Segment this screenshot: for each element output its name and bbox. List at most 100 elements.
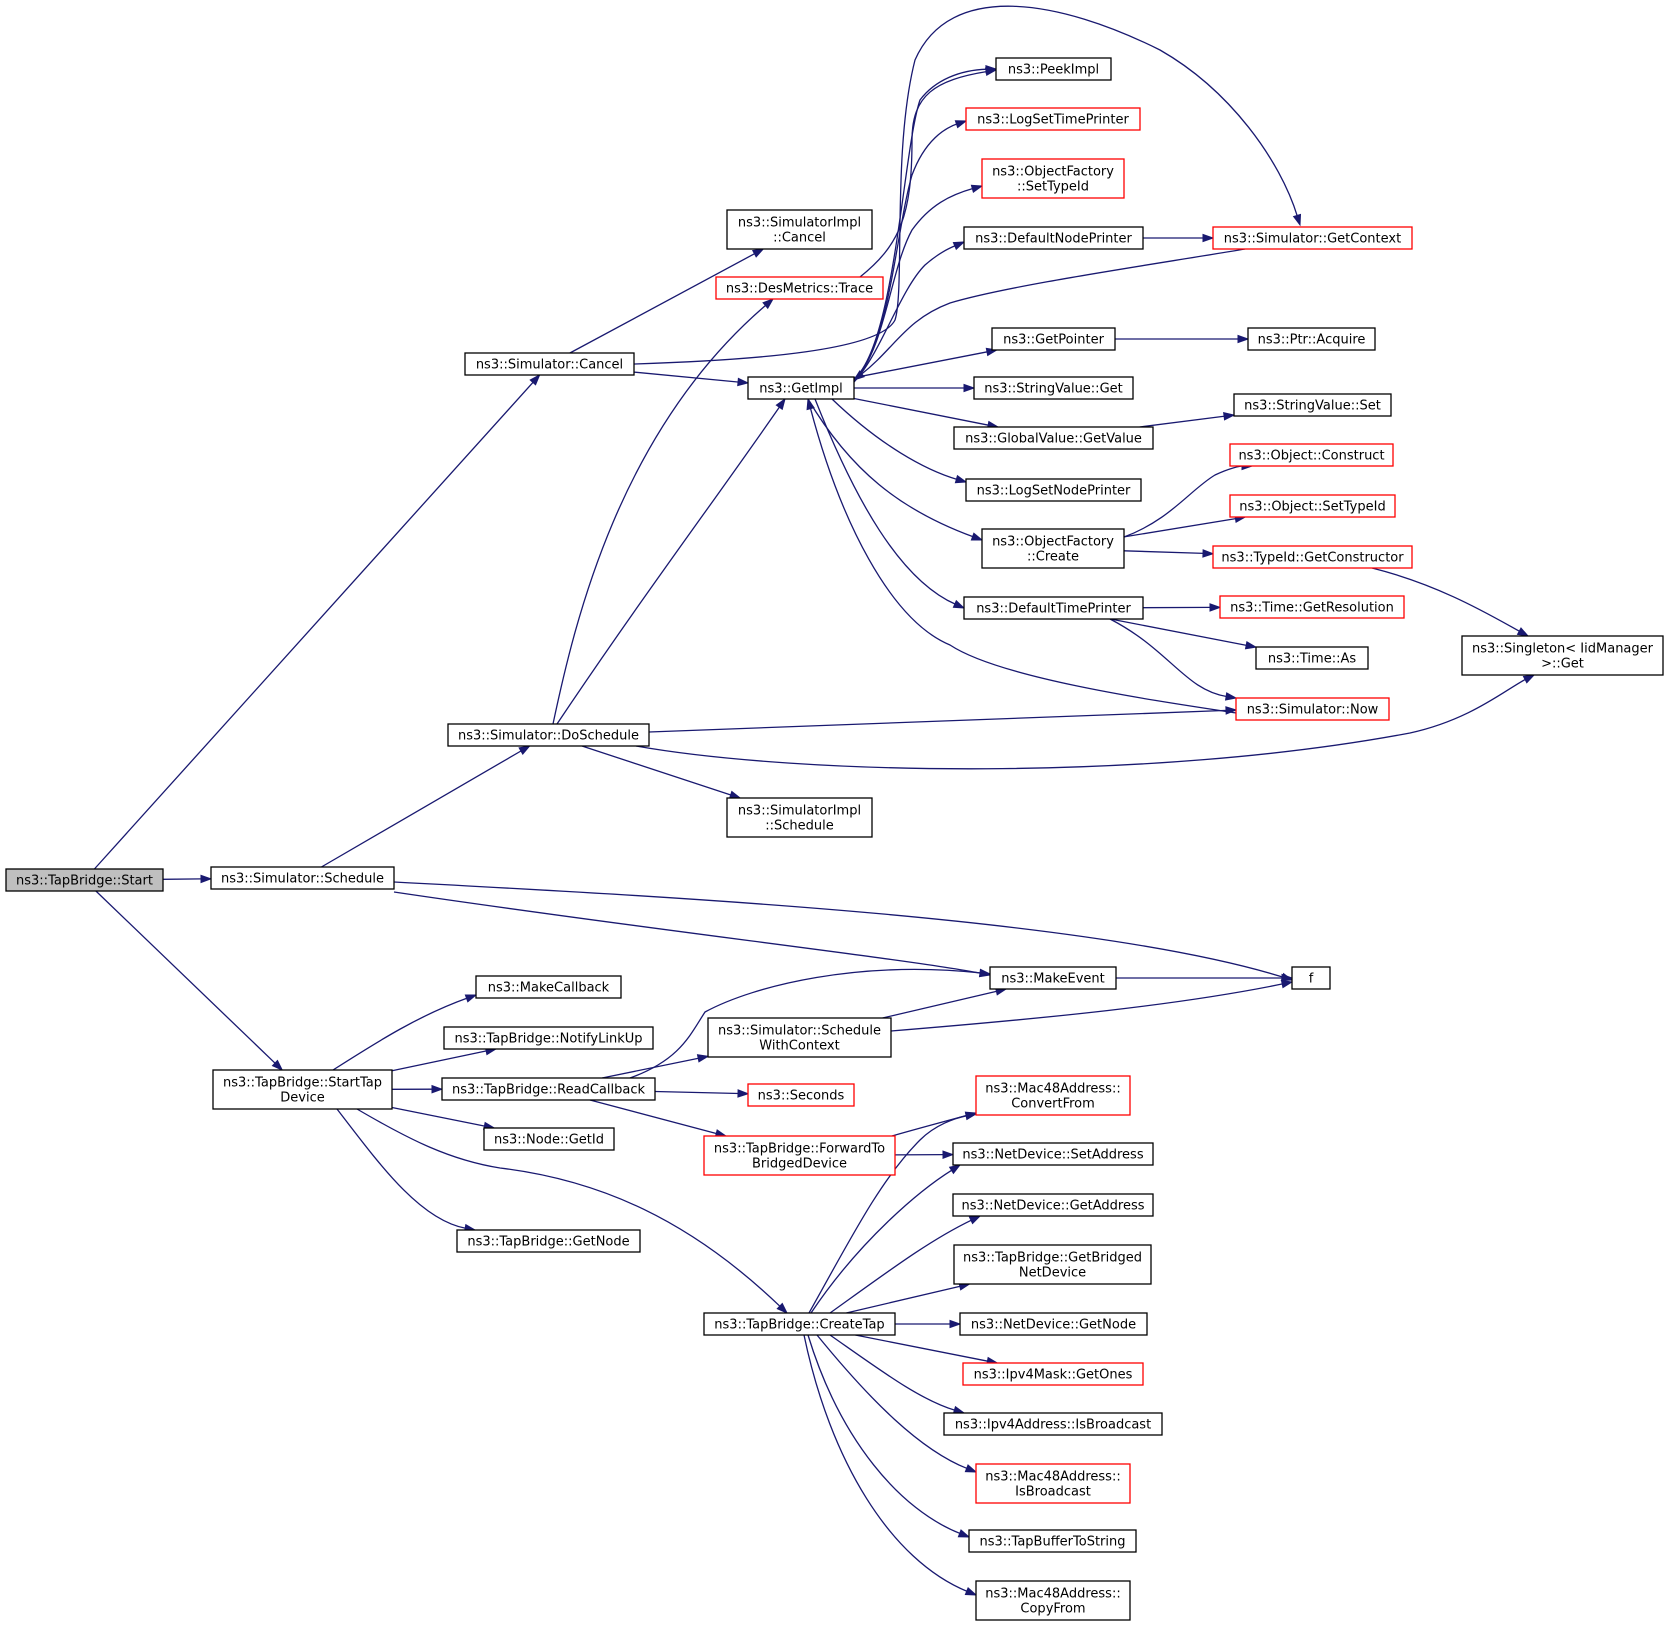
node-box[interactable] <box>456 1229 641 1253</box>
node-box[interactable] <box>703 1135 896 1176</box>
node-box[interactable] <box>965 478 1142 502</box>
node-notifylinkup[interactable]: ns3::TapBridge::NotifyLinkUp <box>443 1026 654 1050</box>
node-box[interactable] <box>963 596 1144 620</box>
node-box[interactable] <box>747 1083 855 1107</box>
node-nd-getaddress[interactable]: ns3::NetDevice::GetAddress <box>952 1193 1154 1217</box>
node-box[interactable] <box>995 57 1112 81</box>
node-nd-setaddress[interactable]: ns3::NetDevice::SetAddress <box>952 1142 1154 1166</box>
node-f[interactable]: f <box>1291 966 1331 990</box>
node-box[interactable] <box>483 1127 615 1151</box>
node-ptracquire[interactable]: ns3::Ptr::Acquire <box>1247 327 1376 351</box>
node-box[interactable] <box>726 797 873 838</box>
node-box[interactable] <box>443 1026 654 1050</box>
node-tbgetnode[interactable]: ns3::TapBridge::GetNode <box>456 1229 641 1253</box>
node-box[interactable] <box>1235 697 1390 721</box>
node-box[interactable] <box>464 352 635 376</box>
node-getconstructor[interactable]: ns3::TypeId::GetConstructor <box>1212 545 1413 569</box>
node-readcallback[interactable]: ns3::TapBridge::ReadCallback <box>441 1077 656 1101</box>
node-box[interactable] <box>210 866 395 890</box>
node-box[interactable] <box>441 1077 656 1101</box>
node-box[interactable] <box>212 1069 393 1110</box>
node-doschedule[interactable]: ns3::Simulator::DoSchedule <box>447 723 650 747</box>
node-objconstruct[interactable]: ns3::Object::Construct <box>1229 443 1394 467</box>
node-nodegetid[interactable]: ns3::Node::GetId <box>483 1127 615 1151</box>
node-box[interactable] <box>1255 646 1369 670</box>
node-box[interactable] <box>1461 635 1664 676</box>
node-box[interactable] <box>1212 545 1413 569</box>
node-defnodeprinter[interactable]: ns3::DefaultNodePrinter <box>963 226 1144 250</box>
node-createtap[interactable]: ns3::TapBridge::CreateTap <box>703 1312 896 1336</box>
node-box[interactable] <box>968 1529 1137 1553</box>
node-objf-settypeid[interactable]: ns3::ObjectFactory::SetTypeId <box>981 158 1125 199</box>
node-box[interactable] <box>1219 595 1405 619</box>
node-impl-schedule[interactable]: ns3::SimulatorImpl::Schedule <box>726 797 873 838</box>
node-mac-convertfrom[interactable]: ns3::Mac48Address::ConvertFrom <box>975 1075 1131 1116</box>
node-impl-cancel[interactable]: ns3::SimulatorImpl::Cancel <box>726 209 873 250</box>
node-box[interactable] <box>747 376 855 400</box>
node-mac-isbcast[interactable]: ns3::Mac48Address::IsBroadcast <box>975 1463 1131 1504</box>
node-box[interactable] <box>1229 494 1396 518</box>
node-box[interactable] <box>1229 443 1394 467</box>
node-box[interactable] <box>726 209 873 250</box>
node-strget[interactable]: ns3::StringValue::Get <box>973 376 1134 400</box>
node-box[interactable] <box>715 276 884 300</box>
node-ipv4bcast[interactable]: ns3::Ipv4Address::IsBroadcast <box>943 1412 1163 1436</box>
node-start[interactable]: ns3::TapBridge::Start <box>5 868 164 892</box>
node-box[interactable] <box>981 528 1125 569</box>
node-box[interactable] <box>975 1580 1131 1621</box>
node-strset[interactable]: ns3::StringValue::Set <box>1233 393 1392 417</box>
node-box[interactable] <box>952 1142 1154 1166</box>
node-deftimeprinter[interactable]: ns3::DefaultTimePrinter <box>963 596 1144 620</box>
node-box[interactable] <box>475 975 622 999</box>
node-box[interactable] <box>973 376 1134 400</box>
node-box[interactable] <box>959 1312 1148 1336</box>
node-objf-create[interactable]: ns3::ObjectFactory::Create <box>981 528 1125 569</box>
node-box[interactable] <box>1212 226 1413 250</box>
node-seconds[interactable]: ns3::Seconds <box>747 1083 855 1107</box>
node-box[interactable] <box>1247 327 1376 351</box>
node-box[interactable] <box>1291 966 1331 990</box>
node-getresolution[interactable]: ns3::Time::GetResolution <box>1219 595 1405 619</box>
node-box[interactable] <box>447 723 650 747</box>
node-ipv4mask[interactable]: ns3::Ipv4Mask::GetOnes <box>962 1362 1144 1386</box>
node-mac-copyfrom[interactable]: ns3::Mac48Address::CopyFrom <box>975 1580 1131 1621</box>
node-box[interactable] <box>707 1017 892 1058</box>
node-peekimpl[interactable]: ns3::PeekImpl <box>995 57 1112 81</box>
node-box[interactable] <box>962 1362 1144 1386</box>
node-box[interactable] <box>989 966 1117 990</box>
node-timeas[interactable]: ns3::Time::As <box>1255 646 1369 670</box>
node-box[interactable] <box>991 327 1116 351</box>
node-simnow[interactable]: ns3::Simulator::Now <box>1235 697 1390 721</box>
node-getcontext[interactable]: ns3::Simulator::GetContext <box>1212 226 1413 250</box>
node-schedule[interactable]: ns3::Simulator::Schedule <box>210 866 395 890</box>
node-gvgetvalue[interactable]: ns3::GlobalValue::GetValue <box>953 426 1154 450</box>
node-objsettypeid[interactable]: ns3::Object::SetTypeId <box>1229 494 1396 518</box>
node-box[interactable] <box>981 158 1125 199</box>
node-nd-getnode[interactable]: ns3::NetDevice::GetNode <box>959 1312 1148 1336</box>
node-singleton[interactable]: ns3::Singleton< IidManager >::Get <box>1461 635 1664 676</box>
node-box[interactable] <box>1233 393 1392 417</box>
node-box[interactable] <box>975 1463 1131 1504</box>
node-getimpl[interactable]: ns3::GetImpl <box>747 376 855 400</box>
node-box[interactable] <box>965 107 1141 131</box>
node-logsetnode[interactable]: ns3::LogSetNodePrinter <box>965 478 1142 502</box>
node-tapbuffer[interactable]: ns3::TapBufferToString <box>968 1529 1137 1553</box>
node-box[interactable] <box>943 1412 1163 1436</box>
node-cancel[interactable]: ns3::Simulator::Cancel <box>464 352 635 376</box>
node-makeevent[interactable]: ns3::MakeEvent <box>989 966 1117 990</box>
node-box[interactable] <box>952 1193 1154 1217</box>
node-box[interactable] <box>975 1075 1131 1116</box>
node-makecallback[interactable]: ns3::MakeCallback <box>475 975 622 999</box>
node-getpointer[interactable]: ns3::GetPointer <box>991 327 1116 351</box>
node-box[interactable] <box>953 426 1154 450</box>
node-box[interactable] <box>703 1312 896 1336</box>
node-box[interactable] <box>5 868 164 892</box>
node-box[interactable] <box>953 1244 1152 1285</box>
node-trace[interactable]: ns3::DesMetrics::Trace <box>715 276 884 300</box>
node-box[interactable] <box>963 226 1144 250</box>
node-logsettime[interactable]: ns3::LogSetTimePrinter <box>965 107 1141 131</box>
